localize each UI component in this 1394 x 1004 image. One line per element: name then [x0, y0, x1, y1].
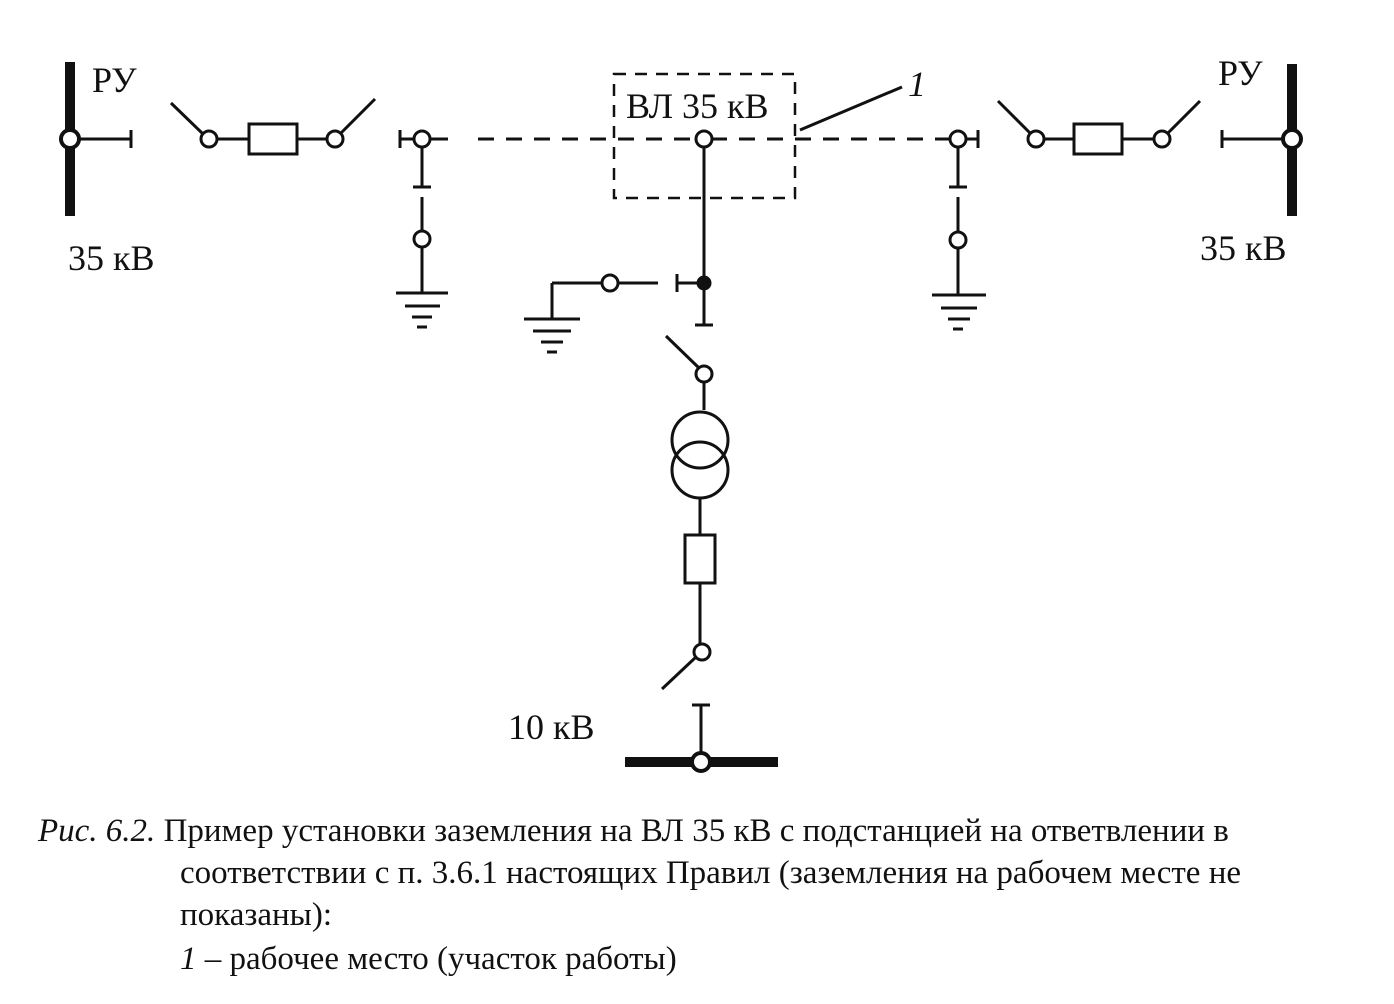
kv35-right-label: 35 кВ — [1200, 228, 1287, 268]
right-busbar-35kv — [1281, 64, 1303, 216]
caption-line-3: показаны): — [180, 897, 333, 933]
ru-right-label: РУ — [1218, 53, 1263, 93]
left-busbar-35kv — [59, 62, 81, 216]
transformer-lv-disconnector — [660, 642, 712, 753]
caption-legend: 1 – рабочее место (участок работы) — [180, 938, 677, 980]
right-ground-symbol — [932, 293, 986, 331]
transformer-lv-breaker — [683, 533, 717, 644]
tap-node — [694, 129, 714, 327]
branch-grounding-switch — [550, 273, 704, 318]
kv10-label: 10 кВ — [508, 707, 595, 747]
figure-reference: Рис. 6.2. — [38, 813, 156, 849]
left-line-disconnector — [325, 97, 448, 149]
legend-number: 1 — [180, 941, 197, 977]
left-bus-disconnector — [79, 101, 219, 149]
single-line-diagram: РУ 35 кВ ВЛ 35 кВ 1 РУ 35 кВ 10 кВ — [59, 53, 1303, 773]
right-grounding-switch — [948, 147, 968, 294]
left-circuit-breaker — [217, 122, 327, 156]
power-transformer — [670, 410, 730, 535]
branch-ground-symbol — [524, 317, 580, 354]
right-circuit-breaker — [1044, 122, 1154, 156]
work-area-leader — [799, 85, 903, 132]
transformer-hv-disconnector — [664, 334, 714, 410]
work-area-frame — [612, 72, 797, 200]
left-grounding-switch — [412, 147, 432, 292]
ru-left-label: РУ — [92, 60, 137, 100]
legend-text: – рабочее место (участок работы) — [196, 941, 677, 977]
caption-line-1: Рис. 6.2. Пример установки заземления на… — [38, 810, 1229, 852]
right-line-disconnector — [940, 99, 1046, 149]
left-ground-symbol — [396, 291, 448, 329]
caption-text-1: Пример установки заземления на ВЛ 35 кВ … — [163, 813, 1229, 849]
busbar-10kv — [625, 751, 778, 773]
right-bus-disconnector — [1152, 99, 1282, 149]
work-place-marker: 1 — [908, 64, 926, 104]
caption-line-2: соответствии с п. 3.6.1 настоящих Правил… — [180, 855, 1242, 891]
kv35-left-label: 35 кВ — [68, 238, 155, 278]
line-label: ВЛ 35 кВ — [626, 86, 769, 126]
